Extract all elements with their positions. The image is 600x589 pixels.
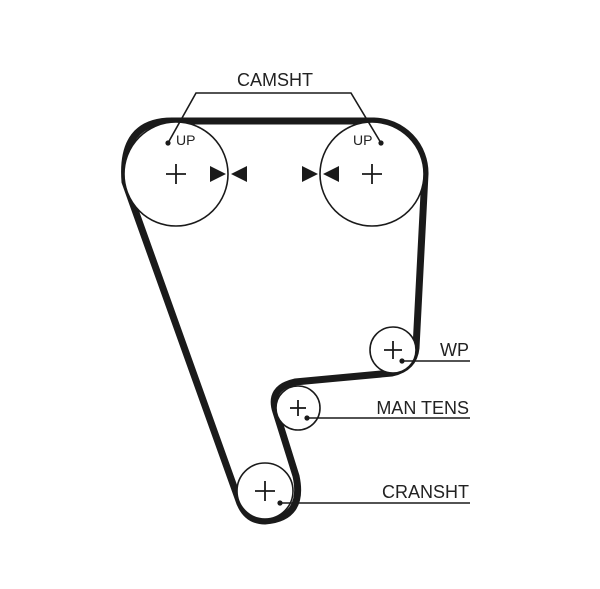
camshaft-pulley-right (319, 121, 425, 227)
camshaft-label: CAMSHT (237, 70, 313, 90)
timing-mark-right-icon (302, 166, 339, 182)
camshaft-pulley-left (123, 121, 229, 227)
water-pump-label: WP (440, 340, 469, 360)
crankshaft-pulley (236, 462, 294, 520)
crankshaft-label: CRANSHT (382, 482, 469, 502)
water-pump-pulley (369, 326, 417, 374)
tensioner-pulley (275, 385, 321, 431)
camshaft-leader-line (167, 92, 382, 144)
timing-mark-left-icon (210, 166, 247, 182)
up-label-left: UP (176, 132, 195, 148)
up-label-right: UP (353, 132, 372, 148)
tensioner-label: MAN TENS (376, 398, 469, 418)
